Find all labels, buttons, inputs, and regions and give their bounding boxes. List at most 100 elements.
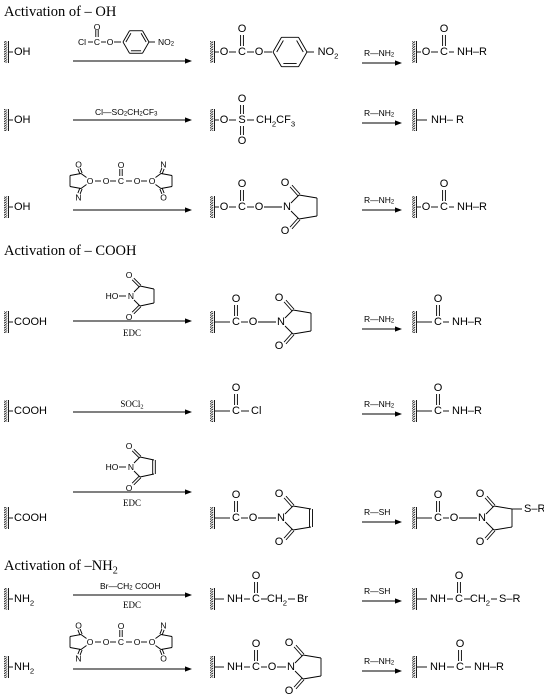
ring-bond xyxy=(298,194,318,199)
ring-bond xyxy=(80,173,87,178)
hydroxyl-label: HO xyxy=(106,291,119,301)
atom-label: O xyxy=(422,201,431,213)
atom-label: O xyxy=(249,316,258,328)
ring-bond xyxy=(298,215,318,220)
carbonyl-oxygen: N xyxy=(75,654,81,664)
carbon-atom: C xyxy=(238,201,246,213)
ring-bond xyxy=(155,184,162,189)
ring-bond xyxy=(80,634,87,639)
atom-label: NO2 xyxy=(318,46,339,60)
benzene-inner-bond xyxy=(125,32,132,43)
atom-label: O xyxy=(134,637,141,647)
carbonyl-oxygen: O xyxy=(281,225,290,237)
atom-label: O xyxy=(450,512,459,524)
ring-bond xyxy=(160,634,173,637)
carbonyl-double-bond xyxy=(77,168,81,175)
carbonyl-oxygen: O xyxy=(160,654,167,664)
benzene-inner-bond xyxy=(296,40,304,53)
arrow-head xyxy=(395,326,402,332)
surface-hatch xyxy=(210,588,214,610)
carbon-atom: C xyxy=(440,46,448,58)
surface-hatch xyxy=(4,196,8,218)
carbonyl-double-bond xyxy=(283,528,293,539)
ring-bond xyxy=(292,505,312,510)
carbonyl-oxygen: O xyxy=(238,178,247,190)
surface-hatch xyxy=(210,656,214,678)
carbon-atom: C xyxy=(232,512,240,524)
surface-group-label: OH xyxy=(14,46,31,58)
atom-label: NH xyxy=(430,593,446,605)
benzene-inner-bond xyxy=(140,32,147,43)
arrow-head xyxy=(185,117,192,123)
atom-label: O xyxy=(103,637,110,647)
surface-hatch xyxy=(210,400,214,422)
carbonyl-oxygen: O xyxy=(126,441,133,451)
ring-bond xyxy=(292,526,312,531)
benzene-ring-bond xyxy=(142,30,150,43)
surface-hatch xyxy=(412,507,416,529)
carbonyl-oxygen: O xyxy=(476,488,485,500)
nitrogen-atom: O xyxy=(149,637,156,647)
carbonyl-double-bond xyxy=(133,477,142,486)
second-reagent-label: R—NH2 xyxy=(364,656,394,667)
nitrogen-atom: O xyxy=(87,176,94,186)
carbonyl-double-bond xyxy=(283,301,293,312)
nitrogen-atom: O xyxy=(149,176,156,186)
carbonyl-double-bond xyxy=(159,649,163,656)
atom-label: NH xyxy=(430,661,446,673)
carbonyl-double-bond xyxy=(133,448,142,457)
atom-label: C xyxy=(118,637,124,647)
arrow-head xyxy=(395,598,402,604)
reagent-bottom-label: EDC xyxy=(123,600,141,610)
carbonyl-double-bond xyxy=(285,299,295,310)
benzene-ring-bond xyxy=(298,37,308,53)
carbonyl-oxygen: N xyxy=(160,160,166,170)
carbonyl-double-bond xyxy=(77,648,81,655)
carbonyl-double-bond xyxy=(131,304,140,313)
carbon-atom: C xyxy=(232,405,240,417)
product-terminal: NH–R xyxy=(474,661,504,673)
carbon-atom: C xyxy=(456,661,464,673)
surface-hatch xyxy=(4,400,8,422)
carbonyl-double-bond xyxy=(295,679,305,690)
ring-bond xyxy=(80,645,87,650)
carbonyl-double-bond xyxy=(79,167,83,174)
reagent-bottom-label: EDC xyxy=(123,498,141,508)
carbonyl-oxygen: O xyxy=(440,178,449,190)
ring-bond xyxy=(160,173,173,176)
atom-label: O xyxy=(238,93,247,105)
carbonyl-double-bond xyxy=(285,530,295,541)
atom-label: O xyxy=(220,201,229,213)
carbon-atom: C xyxy=(434,405,442,417)
carbonyl-double-bond xyxy=(79,188,83,195)
carbonyl-oxygen: O xyxy=(455,570,464,582)
carbonyl-double-bond xyxy=(133,277,142,286)
carbonyl-double-bond xyxy=(293,677,303,688)
carbonyl-double-bond xyxy=(161,168,165,175)
ring-bond xyxy=(155,645,162,650)
carbonyl-oxygen: O xyxy=(232,489,241,501)
product-terminal: NH–R xyxy=(457,201,487,213)
ring-bond xyxy=(294,670,304,680)
atom-label: CH2 xyxy=(470,593,490,607)
carbonyl-double-bond xyxy=(161,629,165,636)
arrow-head xyxy=(185,58,192,64)
nitrogen-atom: N xyxy=(277,512,285,524)
ring-bond xyxy=(290,194,300,204)
carbon-atom: C xyxy=(440,201,448,213)
carbonyl-oxygen: O xyxy=(285,685,294,697)
ring-bond xyxy=(493,526,513,531)
carbonyl-oxygen: O xyxy=(285,637,294,649)
trifluoroethyl-label: CH2CF3 xyxy=(256,114,295,128)
carbonyl-oxygen: O xyxy=(238,23,247,35)
arrow-head xyxy=(185,409,192,415)
surface-hatch xyxy=(4,41,8,63)
carbonyl-oxygen: O xyxy=(75,160,82,170)
ring-bond xyxy=(294,654,304,664)
carbon-atom: C xyxy=(238,46,246,58)
